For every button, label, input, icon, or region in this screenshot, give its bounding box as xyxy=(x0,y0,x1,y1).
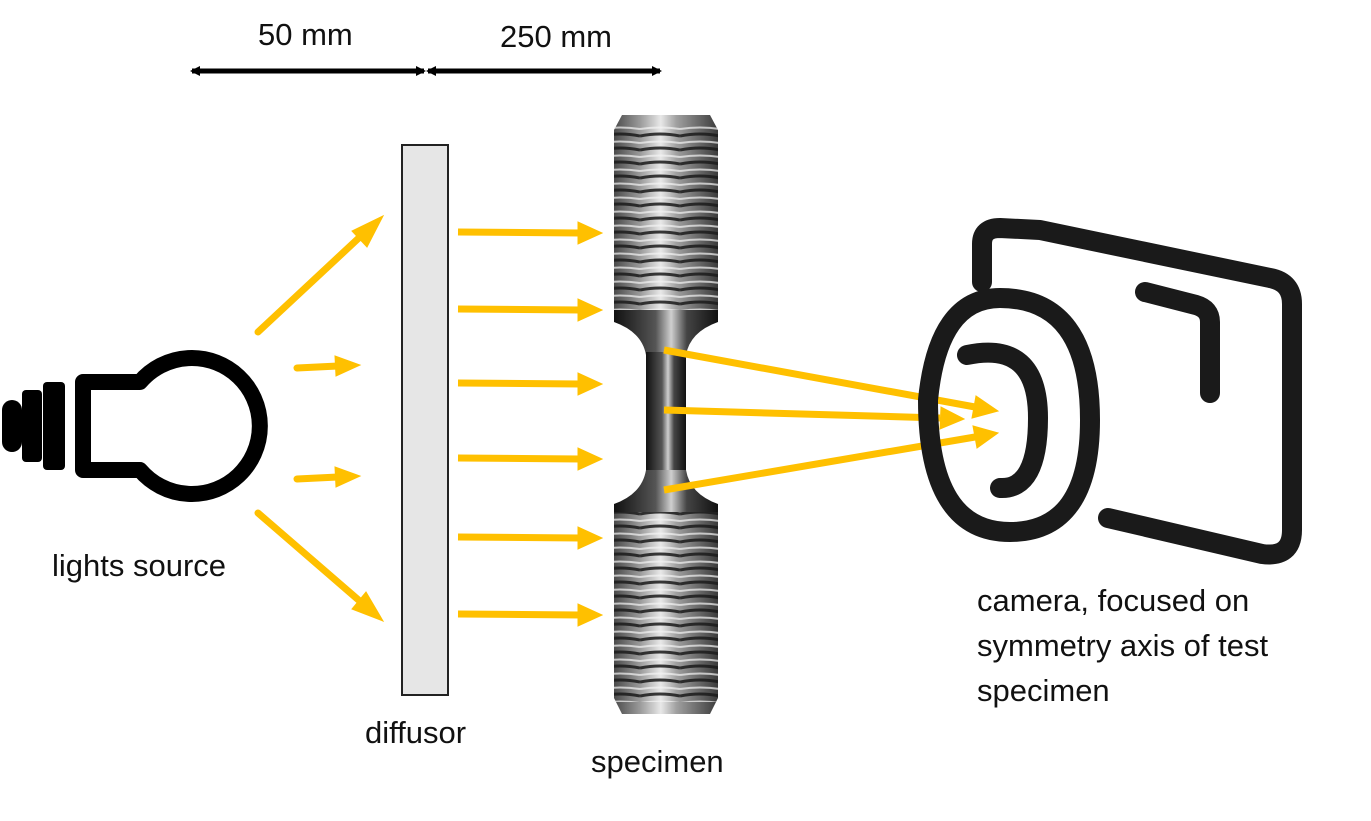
light-rays-parallel xyxy=(457,221,604,627)
light-source-label: lights source xyxy=(52,548,227,583)
camera-icon xyxy=(918,218,1302,565)
specimen-label: specimen xyxy=(591,744,724,779)
light-rays-source xyxy=(254,214,385,622)
dimension-label-250mm: 250 mm xyxy=(500,19,612,54)
diffusor-plate xyxy=(401,144,449,696)
light-rays-camera xyxy=(663,346,1000,494)
diffusor-label: diffusor xyxy=(365,715,467,750)
light-bulb-icon xyxy=(2,350,268,502)
dimension-label-50mm: 50 mm xyxy=(258,17,353,52)
camera-label: camera, focused on symmetry axis of test… xyxy=(977,583,1269,708)
specimen-icon xyxy=(614,115,718,714)
